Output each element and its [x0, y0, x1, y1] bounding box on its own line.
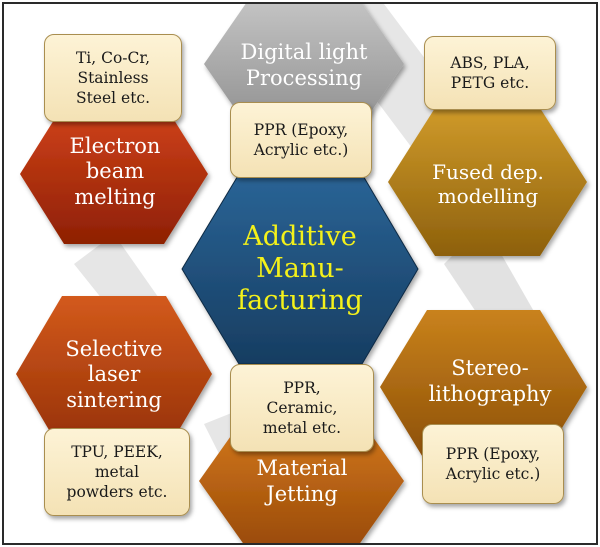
material-box-fused-dep-modelling: ABS, PLA, PETG etc. — [424, 36, 556, 110]
material-box-material-jetting: PPR, Ceramic, metal etc. — [230, 364, 374, 452]
material-box-selective-laser-sintering: TPU, PEEK, metal powders etc. — [44, 428, 190, 516]
process-label-electron-beam-melting: Electron beam melting — [69, 133, 161, 209]
material-box-digital-light-processing: PPR (Epoxy, Acrylic etc.) — [230, 102, 372, 178]
process-label-selective-laser-sintering: Selective laser sintering — [65, 336, 163, 412]
process-label-fused-dep-modelling: Fused dep. modelling — [432, 159, 544, 208]
hexagon-electron-beam-melting — [20, 104, 208, 244]
hexagon-canvas — [16, 4, 587, 543]
process-label-material-jetting: Material Jetting — [256, 456, 348, 506]
material-box-electron-beam-melting: Ti, Co-Cr, Stainless Steel etc. — [44, 34, 182, 122]
hexagon-digital-light-processing — [204, 4, 404, 129]
process-label-stereolithography: Stereo- lithography — [428, 356, 552, 406]
hexagon-fused-dep-modelling — [388, 108, 587, 256]
center-label: Additive Manu- facturing — [237, 221, 363, 316]
process-label-digital-light-processing: Digital light Processing — [240, 40, 368, 90]
material-box-stereolithography: PPR (Epoxy, Acrylic etc.) — [422, 424, 564, 504]
hexagon-selective-laser-sintering — [16, 296, 212, 452]
